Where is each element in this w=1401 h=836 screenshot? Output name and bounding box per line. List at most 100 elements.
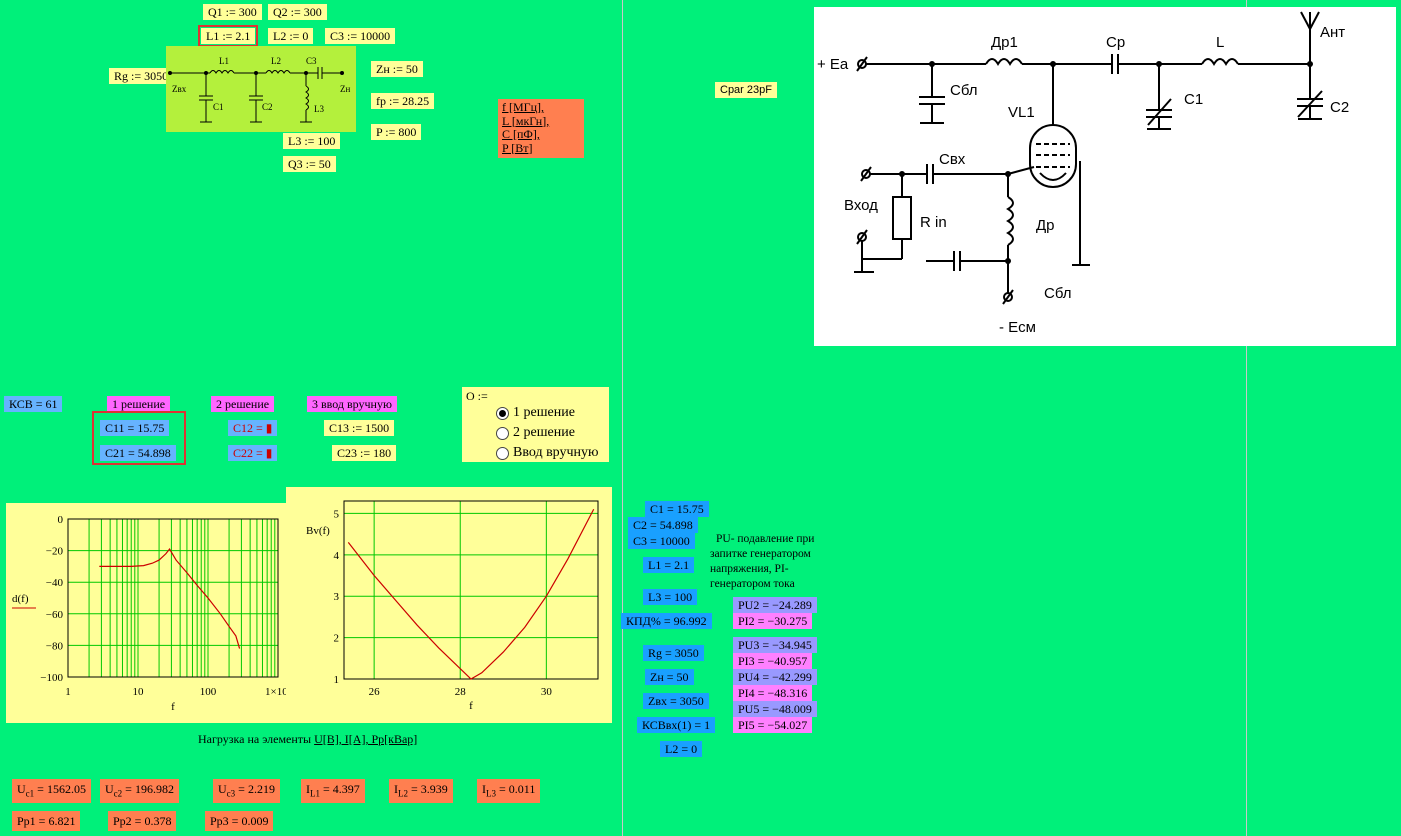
load-pp1: Pр1 = 6.821 — [12, 811, 81, 831]
pu3: PU3 = −34.945 — [733, 637, 817, 653]
mini-label-l2: L2 — [271, 56, 281, 66]
param-q3[interactable]: Q3 := 50 — [283, 156, 336, 172]
unit-l: L [мкГн], — [502, 113, 550, 128]
unit-c: C [пФ], — [502, 127, 540, 141]
load-pp3: Pр3 = 0.009 — [205, 811, 274, 831]
tube-schematic-svg: + Eа Др1 Cр L Ант Сбл VL1 C1 C2 Cвх Вход… — [817, 11, 1349, 336]
option-radio-1-label: 1 решение — [513, 405, 575, 420]
load-uc3: Uc3 = 2.219 — [213, 779, 280, 804]
load-note-text: Нагрузка на элементы — [198, 732, 312, 746]
y-tick-label: 3 — [334, 591, 340, 603]
y-tick-label: −80 — [46, 640, 64, 652]
result-rg: Rg = 3050 — [643, 645, 704, 661]
mini-label-c2: C2 — [262, 102, 273, 112]
load-uc2: Uc2 = 196.982 — [100, 779, 179, 804]
x-tick-label: 28 — [455, 686, 467, 698]
x-tick-label: 100 — [200, 686, 217, 698]
label-c2: C2 — [1330, 99, 1349, 116]
x-tick-label: 30 — [541, 686, 553, 698]
option-radio-2-label: 2 решение — [513, 425, 575, 440]
mini-label-c3: C3 — [306, 56, 317, 66]
ksv-value: КСВ = 61 — [4, 396, 63, 412]
radio-empty-icon[interactable] — [496, 446, 509, 460]
result-c3: C3 = 10000 — [628, 533, 695, 549]
mini-label-l3: L3 — [314, 104, 324, 114]
param-c3[interactable]: C3 := 10000 — [325, 28, 396, 44]
pi4: PI4 = −48.316 — [733, 685, 813, 701]
pu4: PU4 = −42.299 — [733, 669, 817, 685]
radio-empty-icon[interactable] — [496, 426, 509, 440]
y-tick-label: 2 — [334, 633, 340, 645]
label-dr1: Др1 — [991, 34, 1018, 51]
label-sbl1: Сбл — [950, 82, 978, 99]
radio-selected-icon[interactable] — [496, 406, 509, 420]
load-il2: IL2 = 3.939 — [389, 779, 453, 804]
result-c1: C1 = 15.75 — [645, 501, 709, 517]
param-q2[interactable]: Q2 := 300 — [268, 4, 327, 20]
units-box: f [МГц], L [мкГн], C [пФ], P [Вт] — [498, 99, 584, 158]
x-tick-label: 1 — [65, 686, 71, 698]
x-tick-label: 1×10³ — [265, 686, 290, 698]
y-tick-label: 0 — [58, 514, 64, 526]
option-radio-2[interactable]: 2 решение — [496, 423, 605, 443]
label-cp: Cр — [1106, 34, 1125, 51]
c12-value: C12 = ▮ — [228, 420, 278, 436]
plot-frame — [67, 518, 279, 678]
page-separator — [622, 0, 623, 836]
mini-schematic-svg: Zвх L1 L2 C3 Zн C1 C2 L3 — [168, 56, 350, 123]
load-il1: IL1 = 4.397 — [301, 779, 365, 804]
result-zn: Zн = 50 — [645, 669, 694, 685]
param-rg[interactable]: Rg := 3050 — [109, 68, 174, 84]
pi5: PI5 = −54.027 — [733, 717, 813, 733]
pu5: PU5 = −48.009 — [733, 701, 817, 717]
c23-input[interactable]: C23 := 180 — [332, 445, 397, 461]
option-radio-3[interactable]: Ввод вручную — [496, 443, 605, 463]
c22-value: C22 = ▮ — [228, 445, 278, 461]
label-sbl2: Сбл — [1044, 285, 1072, 302]
tube-schematic: + Eа Др1 Cр L Ант Сбл VL1 C1 C2 Cвх Вход… — [814, 7, 1396, 346]
x-tick-label: 26 — [369, 686, 381, 698]
param-q1[interactable]: Q1 := 300 — [203, 4, 262, 20]
load-uc1: Uc1 = 1562.05 — [12, 779, 91, 804]
param-p[interactable]: P := 800 — [371, 124, 422, 140]
mini-label-zn: Zн — [340, 84, 350, 94]
result-kpd: КПД% = 96.992 — [621, 613, 712, 629]
label-dr: Др — [1036, 217, 1055, 234]
label-vl1: VL1 — [1008, 104, 1035, 121]
y-tick-label: 1 — [334, 674, 340, 686]
label-ea: + Eа — [817, 56, 849, 73]
label-esm: - Eсм — [999, 319, 1036, 336]
x-axis-label: f — [171, 701, 175, 713]
option-label: O := — [466, 389, 488, 403]
label-c1: C1 — [1184, 91, 1203, 108]
param-l2[interactable]: L2 := 0 — [268, 28, 314, 44]
chart-right-panel: 1 2 3 4 5 26 28 30 Bv(f) f — [286, 487, 612, 723]
pi2: PI2 = −30.275 — [733, 613, 813, 629]
c13-input[interactable]: C13 := 1500 — [324, 420, 395, 436]
unit-p: P [Вт] — [502, 140, 533, 155]
unit-f: f [МГц], — [502, 100, 545, 114]
result-l1: L1 = 2.1 — [643, 557, 695, 573]
param-l1[interactable]: L1 := 2.1 — [197, 25, 259, 47]
y-tick-label: 4 — [334, 550, 340, 562]
solution-2-header: 2 решение — [211, 396, 275, 412]
result-ksvvx: КСВвх(1) = 1 — [637, 717, 716, 733]
option-radio-1[interactable]: 1 решение — [496, 403, 605, 423]
result-c2: C2 = 54.898 — [628, 517, 698, 533]
load-pp2: Pр2 = 0.378 — [108, 811, 177, 831]
param-l3[interactable]: L3 := 100 — [283, 133, 341, 149]
label-vhod: Вход — [844, 197, 878, 214]
y-tick-label: −60 — [46, 609, 64, 621]
y-axis-label: d(f) — [12, 593, 29, 605]
solution-1-header: 1 решение — [107, 396, 171, 412]
x-tick-label: 10 — [133, 686, 145, 698]
y-axis-label: Bv(f) — [306, 525, 330, 537]
y-tick-label: 5 — [334, 508, 340, 520]
label-rin: R in — [920, 214, 947, 231]
param-fp[interactable]: fр := 28.25 — [371, 93, 435, 109]
option-radio-3-label: Ввод вручную — [513, 445, 599, 460]
x-axis-label: f — [469, 700, 473, 712]
param-zn[interactable]: Zн := 50 — [371, 61, 423, 77]
